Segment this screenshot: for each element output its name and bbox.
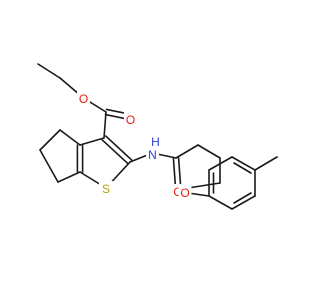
ester-ether-oxygen-label: O <box>79 92 88 106</box>
amide-carbonyl-oxygen-label: O <box>173 185 182 199</box>
bond <box>208 156 233 171</box>
bond <box>101 139 130 165</box>
molecule-structure: O O S N H O O <box>37 63 278 210</box>
thiophene-sulfur-label: S <box>102 182 110 196</box>
bond <box>104 135 133 161</box>
structure-canvas: O O S N H O O <box>37 63 278 210</box>
amide-nitrogen-label: N <box>148 148 157 162</box>
atom-labels: O O S N H O O <box>77 91 192 200</box>
bond <box>79 137 105 146</box>
bond <box>172 157 177 187</box>
bond <box>231 156 256 171</box>
bond <box>177 157 182 187</box>
ester-carbonyl-oxygen-label: O <box>126 113 135 127</box>
bond <box>208 195 233 210</box>
bond <box>175 144 199 159</box>
bond <box>57 171 81 183</box>
aryl-ether-oxygen-label: O <box>180 186 189 200</box>
bond <box>59 129 81 146</box>
amide-hydrogen-label: H <box>151 135 160 149</box>
bond <box>231 195 256 210</box>
bond <box>39 149 59 183</box>
bond <box>197 144 221 159</box>
bond <box>233 162 252 174</box>
bond <box>37 63 61 79</box>
bond <box>39 129 61 151</box>
bond <box>187 182 221 189</box>
bond <box>103 111 107 139</box>
bond <box>254 156 278 171</box>
bond <box>233 192 252 204</box>
